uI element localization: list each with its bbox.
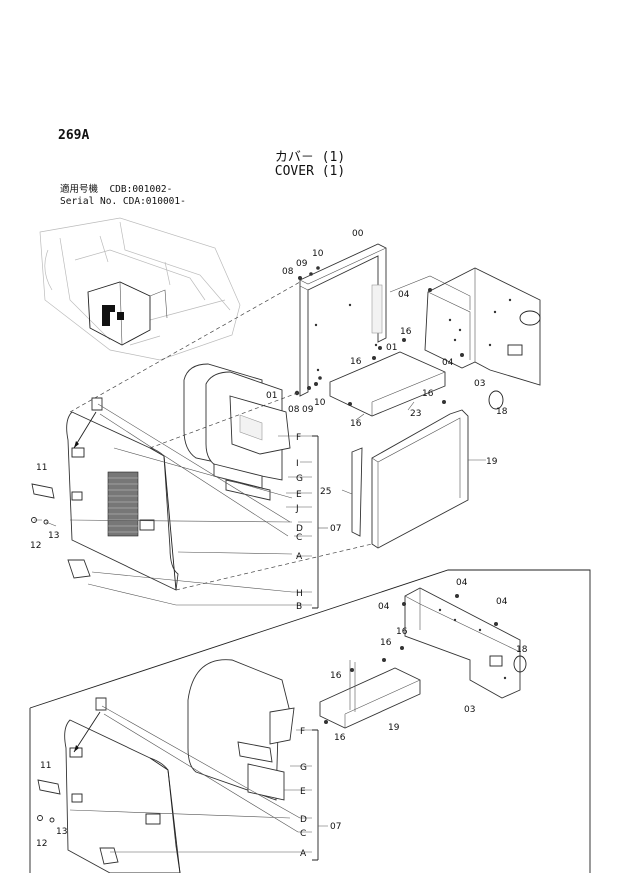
callout-11: 11 bbox=[36, 463, 47, 473]
letter-E: E bbox=[296, 490, 302, 500]
callouts-lower: 04 04 04 16 16 18 16 03 19 16 11 13 12 0… bbox=[36, 578, 528, 859]
callout-13: 13 bbox=[48, 531, 59, 541]
title-japanese: カバ－ (1) bbox=[274, 150, 346, 165]
callout-16d: 16 bbox=[350, 419, 362, 429]
callout-07: 07 bbox=[330, 524, 341, 534]
letter-B: B bbox=[296, 602, 302, 612]
serial-number-block: 適用号機 CDB:001002- Serial No. CDA:010001- bbox=[60, 184, 186, 208]
letter-A: A bbox=[296, 552, 303, 562]
callout-10b: 10 bbox=[314, 398, 326, 408]
callout-16f: 16 bbox=[396, 627, 408, 637]
callout-16h: 16 bbox=[334, 733, 346, 743]
callout-16e: 16 bbox=[380, 638, 392, 648]
panel-19 bbox=[371, 409, 469, 549]
callout-03b: 03 bbox=[464, 705, 475, 715]
letter-F-lower: F bbox=[300, 727, 305, 737]
letter-C-lower: C bbox=[300, 829, 306, 839]
callout-10: 10 bbox=[312, 249, 324, 259]
callout-01a: 01 bbox=[386, 343, 397, 353]
callout-03: 03 bbox=[474, 379, 485, 389]
callout-18: 18 bbox=[496, 407, 508, 417]
bracket-03-lower bbox=[404, 587, 521, 699]
page-number: 269A bbox=[58, 128, 90, 143]
callout-09b: 09 bbox=[302, 405, 314, 415]
callout-04a: 04 bbox=[398, 290, 410, 300]
letter-D-lower: D bbox=[300, 815, 307, 825]
callout-08b: 08 bbox=[288, 405, 300, 415]
callout-16g: 16 bbox=[330, 671, 342, 681]
letter-F: F bbox=[296, 433, 301, 443]
letter-H: H bbox=[296, 589, 303, 599]
tray-19-lower bbox=[319, 667, 421, 729]
callout-19: 19 bbox=[486, 457, 498, 467]
title-english: COVER (1) bbox=[274, 164, 346, 179]
letter-A-lower: A bbox=[300, 849, 307, 859]
callouts-upper: 00 10 09 08 04 16 01 16 04 03 01 10 08 0… bbox=[30, 229, 508, 612]
serial-line-1: 適用号機 CDB:001002- bbox=[60, 184, 173, 195]
callout-19b: 19 bbox=[388, 723, 400, 733]
callout-07b: 07 bbox=[330, 822, 341, 832]
callout-25: 25 bbox=[320, 487, 331, 497]
callout-16b: 16 bbox=[350, 357, 362, 367]
callout-04e: 04 bbox=[496, 597, 508, 607]
bracket-03 bbox=[424, 267, 541, 386]
callout-12b: 12 bbox=[36, 839, 47, 849]
letter-D: D bbox=[296, 524, 303, 534]
upper-assembly bbox=[31, 243, 541, 609]
plate-23 bbox=[329, 351, 446, 417]
callout-13b: 13 bbox=[56, 827, 67, 837]
callout-04b: 04 bbox=[442, 358, 454, 368]
callout-11b: 11 bbox=[40, 761, 51, 771]
callout-23: 23 bbox=[410, 409, 421, 419]
letter-E-lower: E bbox=[300, 787, 306, 797]
letter-G-lower: G bbox=[300, 763, 307, 773]
callout-09: 09 bbox=[296, 259, 308, 269]
door-grille bbox=[107, 471, 139, 537]
letter-J: J bbox=[295, 504, 299, 514]
callout-16a: 16 bbox=[400, 327, 412, 337]
callout-00: 00 bbox=[352, 229, 364, 239]
machine-locator-sketch bbox=[39, 217, 241, 361]
letter-I: I bbox=[296, 459, 299, 469]
callout-12: 12 bbox=[30, 541, 41, 551]
callout-01b: 01 bbox=[266, 391, 277, 401]
callout-18b: 18 bbox=[516, 645, 528, 655]
door-main-lower bbox=[64, 719, 181, 873]
letter-G: G bbox=[296, 474, 303, 484]
callout-16c: 16 bbox=[422, 389, 434, 399]
seal-25 bbox=[351, 447, 363, 537]
serial-line-2: Serial No. CDA:010001- bbox=[60, 196, 186, 207]
callout-04d: 04 bbox=[378, 602, 390, 612]
letter-C: C bbox=[296, 533, 302, 543]
callout-04c: 04 bbox=[456, 578, 468, 588]
callout-08: 08 bbox=[282, 267, 294, 277]
lower-assembly bbox=[29, 569, 591, 873]
